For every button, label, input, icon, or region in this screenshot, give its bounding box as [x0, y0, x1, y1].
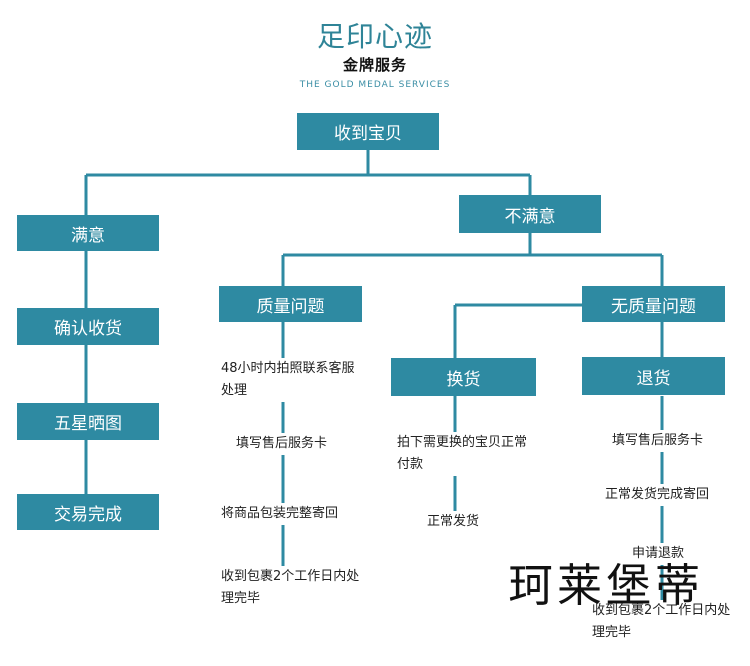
node-five-star: 五星晒图: [17, 403, 159, 440]
diagram-tagline: THE GOLD MEDAL SERVICES: [299, 80, 451, 90]
refund-step: 收到包裹2个工作日内处理完毕: [592, 600, 737, 644]
node-exchange: 换货: [391, 358, 536, 396]
diagram-title: 足印心迹: [316, 20, 433, 53]
node-complete: 交易完成: [17, 494, 159, 530]
quality-step: 将商品包装完整寄回: [221, 503, 339, 525]
node-confirm: 确认收货: [17, 308, 159, 345]
refund-step: 申请退款: [632, 543, 685, 565]
exchange-step: 拍下需更换的宝贝正常付款: [397, 432, 537, 476]
refund-step: 填写售后服务卡: [612, 430, 704, 452]
node-refund: 退货: [582, 357, 725, 395]
exchange-step: 正常发货: [427, 511, 480, 533]
node-satisfied: 满意: [17, 215, 159, 251]
node-no-quality-issue: 无质量问题: [582, 286, 725, 322]
diagram-subtitle: 金牌服务: [342, 56, 407, 74]
quality-step: 收到包裹2个工作日内处理完毕: [221, 566, 371, 610]
node-quality-issue: 质量问题: [219, 286, 362, 322]
brand-watermark: 珂莱堡蒂: [508, 559, 705, 612]
node-unsatisfied: 不满意: [459, 195, 601, 233]
quality-step: 48小时内拍照联系客服处理: [221, 358, 361, 402]
node-received: 收到宝贝: [297, 113, 439, 150]
quality-step: 填写售后服务卡: [236, 433, 328, 455]
refund-step: 正常发货完成寄回: [605, 484, 710, 506]
